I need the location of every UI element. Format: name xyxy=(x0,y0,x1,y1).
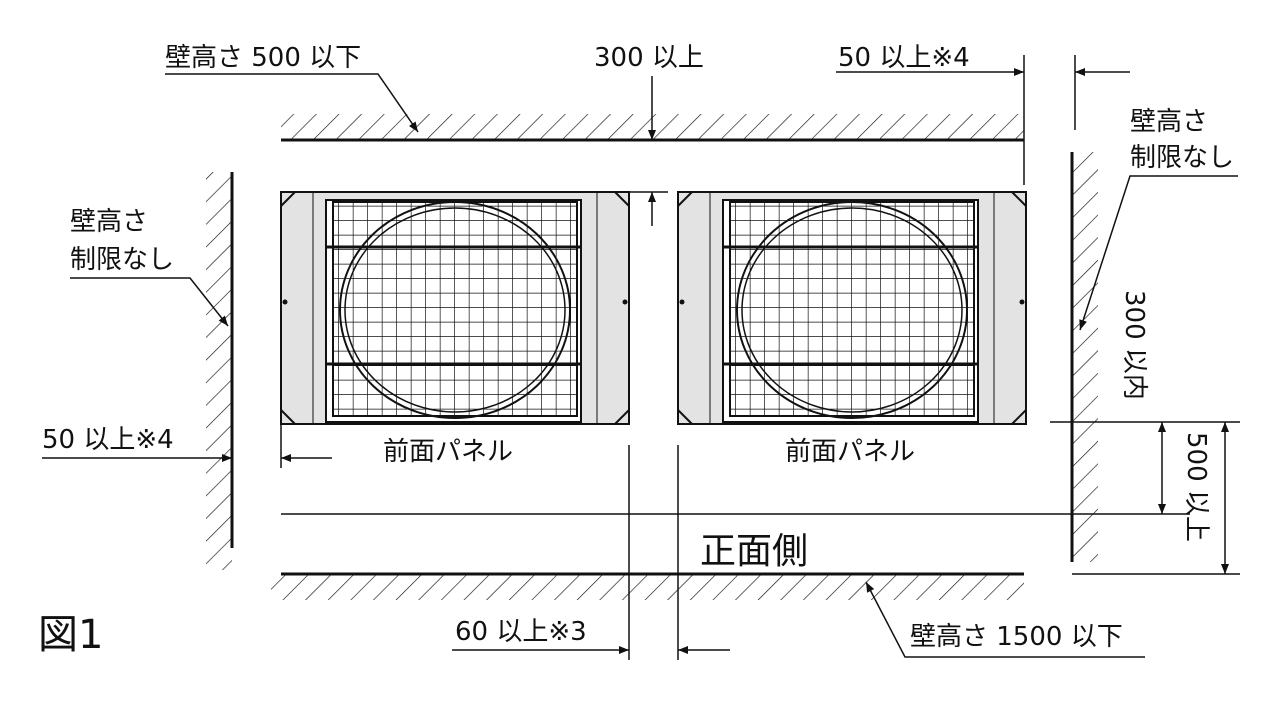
bottom-wall xyxy=(271,572,1024,600)
right-within-label: 300 以内 xyxy=(1119,290,1149,400)
figure-number: 図1 xyxy=(38,612,103,658)
left-wall-callout: 壁高さ 制限なし xyxy=(70,207,229,327)
top-right-gap-label: 50 以上※4 xyxy=(838,43,970,73)
top-right-gap-dimension: 50 以上※4 xyxy=(836,43,1130,185)
outdoor-unit-left xyxy=(279,190,631,426)
wall-bottom-label: 壁高さ 1500 以下 xyxy=(910,622,1123,652)
right-wall-label-1: 壁高さ xyxy=(1130,107,1208,137)
left-wall xyxy=(206,172,234,570)
unit-gap-label: 60 以上※3 xyxy=(455,617,587,647)
wall-top-label: 壁高さ 500 以下 xyxy=(165,43,361,73)
wall-bottom-callout: 壁高さ 1500 以下 xyxy=(865,581,1145,658)
left-gap-label: 50 以上※4 xyxy=(42,425,174,455)
outdoor-unit-right xyxy=(676,190,1028,426)
left-wall-label-2: 制限なし xyxy=(70,245,174,275)
wall-top-callout: 壁高さ 500 以下 xyxy=(165,43,419,133)
left-gap-dimension: 50 以上※4 xyxy=(42,424,332,468)
right-min-label: 500 以上 xyxy=(1181,432,1211,542)
right-wall-label-2: 制限なし xyxy=(1130,143,1234,173)
right-side-dimensions: 300 以内 500 以上 xyxy=(281,290,1240,575)
unit-gap-dimension: 60 以上※3 xyxy=(452,445,730,660)
front-panel-label-left: 前面パネル xyxy=(383,437,513,467)
right-wall xyxy=(1070,152,1098,562)
front-side-label: 正面側 xyxy=(700,531,808,572)
left-wall-label-1: 壁高さ xyxy=(70,207,148,237)
top-clearance-label: 300 以上 xyxy=(594,43,704,73)
right-wall-callout: 壁高さ 制限なし xyxy=(1079,107,1238,331)
top-clearance-dimension: 300 以上 xyxy=(594,43,704,226)
front-panel-label-right: 前面パネル xyxy=(785,437,915,467)
